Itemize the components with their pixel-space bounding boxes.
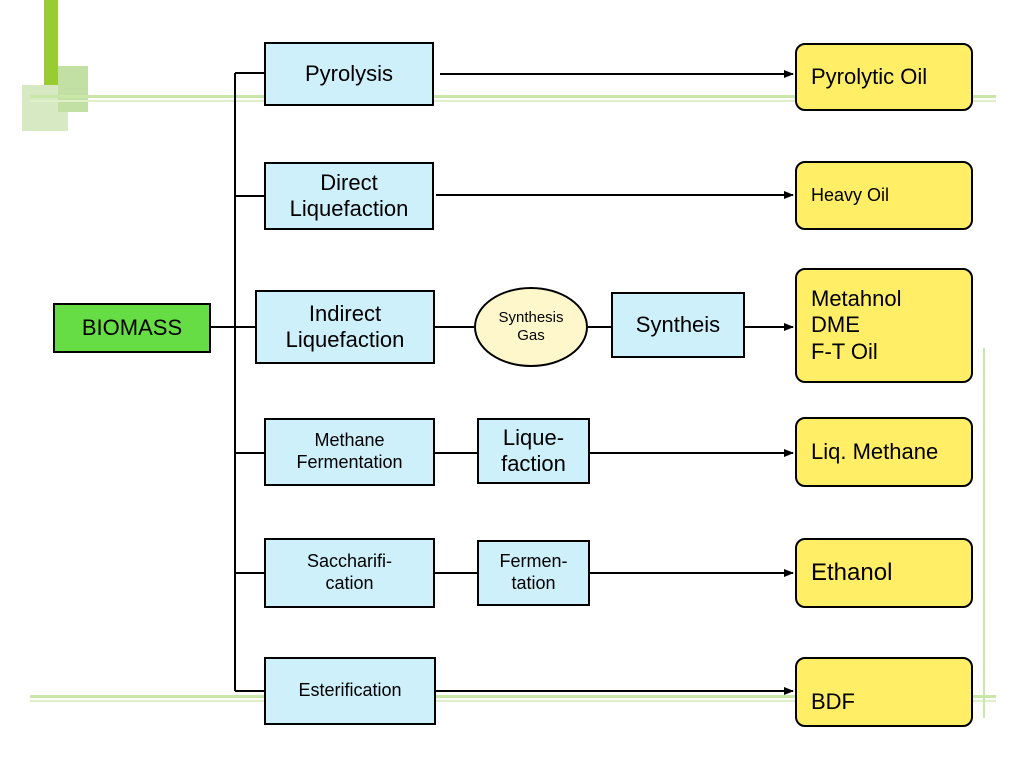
- heavy-oil-node: Heavy Oil: [795, 161, 973, 230]
- fuels-node: Metahnol DME F-T Oil: [795, 268, 973, 383]
- accent-line-top-2: [30, 100, 996, 102]
- biomass-node: BIOMASS: [53, 303, 211, 353]
- accent-line-bottom: [30, 695, 996, 698]
- liquefaction-node: Lique- faction: [477, 418, 590, 484]
- accent-line-right: [983, 348, 985, 718]
- bdf-node: BDF: [795, 657, 973, 727]
- indirect-liquefaction-node: Indirect Liquefaction: [255, 290, 435, 364]
- liq-methane-node: Liq. Methane: [795, 417, 973, 487]
- synthesis-gas-node: Synthesis Gas: [474, 287, 588, 367]
- accent-square-mid: [58, 66, 88, 112]
- saccharification-node: Saccharifi- cation: [264, 538, 435, 608]
- synthesis-node: Syntheis: [611, 292, 745, 358]
- pyrolytic-oil-node: Pyrolytic Oil: [795, 43, 973, 111]
- esterification-node: Esterification: [264, 657, 436, 725]
- accent-line-top: [30, 95, 996, 98]
- ethanol-node: Ethanol: [795, 538, 973, 608]
- fermentation-node: Fermen- tation: [477, 540, 590, 606]
- pyrolysis-node: Pyrolysis: [264, 42, 434, 106]
- methane-fermentation-node: Methane Fermentation: [264, 418, 435, 486]
- accent-line-bottom-2: [30, 700, 996, 702]
- direct-liquefaction-node: Direct Liquefaction: [264, 162, 434, 230]
